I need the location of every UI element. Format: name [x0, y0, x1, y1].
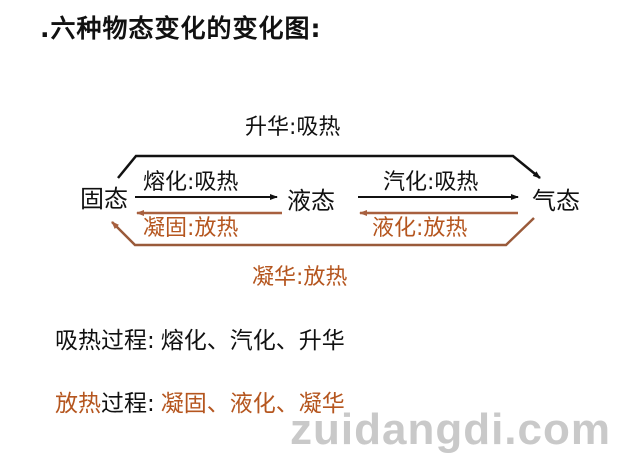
deposition-arrow [111, 217, 535, 247]
watermark: zuidangdi.com [290, 405, 611, 454]
liquefaction-label: 液化:放热 [372, 216, 468, 241]
release-mid: 过程: [101, 391, 155, 417]
release-summary: 放热过程:凝固、液化、凝华 [55, 393, 345, 416]
liquid-state-label: 液态 [287, 187, 335, 215]
absorb-prefix: 吸热 [55, 328, 101, 354]
vaporization-label: 汽化:吸热 [383, 170, 479, 195]
solid-state-label: 固态 [80, 185, 128, 213]
page-title: .六种物态变化的变化图: [40, 14, 322, 43]
sublimation-arrow [117, 154, 541, 179]
solidification-label: 凝固:放热 [143, 216, 239, 241]
gas-state-label: 气态 [532, 187, 580, 215]
melting-label: 熔化:吸热 [143, 170, 239, 195]
release-prefix: 放热 [55, 391, 101, 417]
sublimation-label: 升华:吸热 [245, 115, 341, 140]
deposition-label: 凝华:放热 [252, 265, 348, 290]
absorb-items: 熔化、汽化、升华 [160, 328, 345, 354]
absorb-mid: 过程: [101, 328, 155, 354]
release-items: 凝固、液化、凝华 [160, 391, 345, 417]
absorb-summary: 吸热过程:熔化、汽化、升华 [55, 330, 345, 353]
